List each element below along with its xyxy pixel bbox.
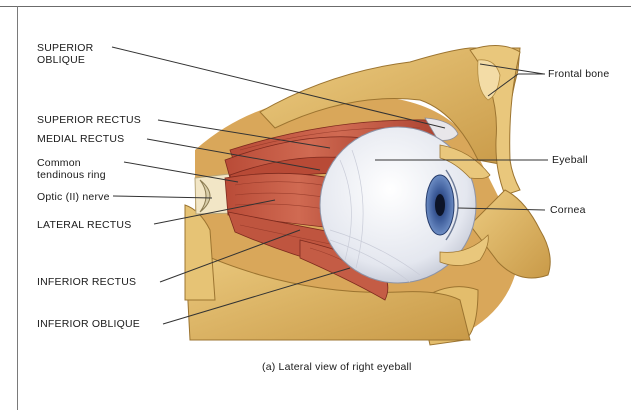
label-eyeball: Eyeball: [552, 154, 588, 166]
label-superior-rectus: SUPERIOR RECTUS: [37, 114, 141, 126]
label-inferior-rectus: INFERIOR RECTUS: [37, 276, 136, 288]
label-cornea: Cornea: [550, 204, 586, 216]
pupil: [435, 194, 445, 216]
label-frontal-bone: Frontal bone: [548, 68, 609, 80]
label-lateral-rectus: LATERAL RECTUS: [37, 219, 131, 231]
label-optic-nerve: Optic (II) nerve: [37, 191, 110, 203]
figure-caption: (a) Lateral view of right eyeball: [262, 361, 412, 373]
label-superior-oblique: SUPERIOR OBLIQUE: [37, 42, 109, 66]
label-inferior-oblique: INFERIOR OBLIQUE: [37, 318, 140, 330]
label-medial-rectus: MEDIAL RECTUS: [37, 133, 124, 145]
label-common-tendinous-ring: Common tendinous ring: [37, 157, 129, 181]
